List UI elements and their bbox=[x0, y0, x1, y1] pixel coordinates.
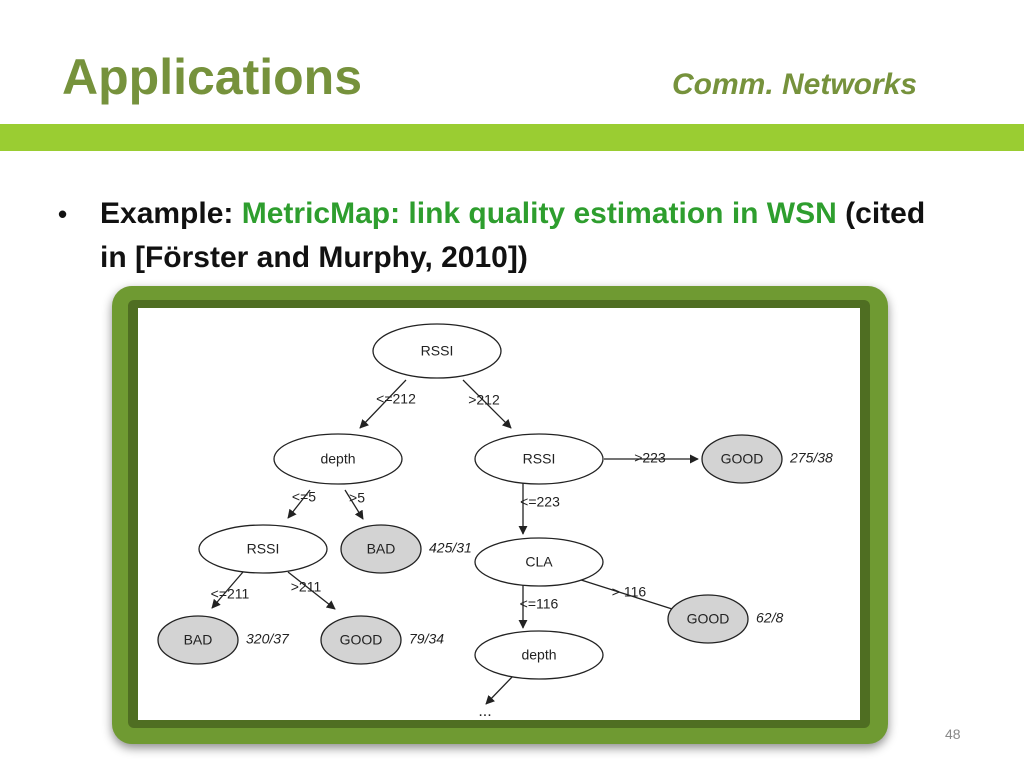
leaf-count-bad-1: 425/31 bbox=[429, 540, 472, 556]
node-bad-2 bbox=[157, 615, 239, 665]
bullet-highlight: MetricMap: link quality estimation in WS… bbox=[241, 197, 837, 230]
bullet-dot-icon: • bbox=[58, 199, 68, 229]
node-rssi-right bbox=[474, 433, 604, 485]
label-rssi-root: RSSI bbox=[421, 343, 454, 359]
edge-label-gt116: > 116 bbox=[612, 584, 647, 600]
edge-label-le212: <=212 bbox=[376, 391, 416, 407]
bullet-tail: (cited in [Förster and Murphy, 2010]) bbox=[100, 197, 926, 274]
continuation-ellipsis: ... bbox=[478, 703, 491, 720]
leaf-count-good-3: 62/8 bbox=[756, 610, 783, 626]
slide-title: Applications bbox=[62, 49, 363, 105]
label-bad-2: BAD bbox=[184, 632, 213, 648]
slide-subtitle: Comm. Networks bbox=[672, 68, 918, 101]
page-number: 48 bbox=[945, 726, 961, 742]
label-good-1: GOOD bbox=[721, 451, 764, 467]
leaf-count-good-1: 275/38 bbox=[789, 450, 833, 466]
node-good-1 bbox=[701, 434, 783, 484]
node-good-3 bbox=[667, 594, 749, 644]
diagram-canvas: RSSI depth RSSI GOOD RSSI BAD CLA BAD GO… bbox=[138, 308, 860, 720]
edge-label-gt211: >211 bbox=[291, 579, 322, 595]
edge-label-gt223: >223 bbox=[634, 450, 666, 466]
label-rssi-left: RSSI bbox=[247, 541, 280, 557]
leaf-count-bad-2: 320/37 bbox=[246, 631, 290, 647]
node-rssi-root bbox=[372, 323, 502, 379]
edge-label-le116: <=116 bbox=[520, 596, 559, 612]
edge-depth-to-rssi bbox=[287, 489, 311, 519]
label-cla: CLA bbox=[525, 554, 553, 570]
decision-tree-diagram: RSSI depth RSSI GOOD RSSI BAD CLA BAD GO… bbox=[157, 323, 833, 720]
edge-label-gt212: >212 bbox=[468, 392, 500, 408]
edge-depth2-to-more bbox=[485, 675, 514, 705]
edge-root-to-rssi bbox=[462, 379, 512, 429]
label-good-3: GOOD bbox=[687, 611, 730, 627]
edge-label-le211: <=211 bbox=[211, 586, 250, 602]
leaf-count-good-2: 79/34 bbox=[409, 631, 444, 647]
node-depth-1 bbox=[273, 433, 403, 485]
picture-frame: RSSI depth RSSI GOOD RSSI BAD CLA BAD GO… bbox=[112, 286, 888, 744]
label-good-2: GOOD bbox=[340, 632, 383, 648]
node-good-2 bbox=[320, 615, 402, 665]
edge-rssi-to-bad2 bbox=[211, 571, 244, 609]
header-band bbox=[0, 124, 1024, 151]
label-bad-1: BAD bbox=[367, 541, 396, 557]
node-rssi-left bbox=[198, 524, 328, 574]
node-bad-1 bbox=[340, 524, 422, 574]
edge-label-le5: <=5 bbox=[292, 489, 316, 505]
node-cla bbox=[474, 537, 604, 587]
label-depth-2: depth bbox=[521, 647, 556, 663]
label-depth-1: depth bbox=[320, 451, 355, 467]
bullet-text: Example: MetricMap: link quality estimat… bbox=[100, 192, 930, 280]
edge-depth-to-bad1 bbox=[344, 489, 364, 520]
picture-frame-inner: RSSI depth RSSI GOOD RSSI BAD CLA BAD GO… bbox=[128, 300, 870, 728]
node-depth-2 bbox=[474, 630, 604, 680]
label-rssi-right: RSSI bbox=[523, 451, 556, 467]
edge-label-gt5: >5 bbox=[349, 490, 365, 506]
edge-label-le223: <=223 bbox=[520, 494, 560, 510]
edge-rssi-to-good2 bbox=[287, 571, 336, 610]
bullet-lead: Example: bbox=[100, 197, 242, 230]
edge-root-to-depth bbox=[359, 379, 407, 429]
